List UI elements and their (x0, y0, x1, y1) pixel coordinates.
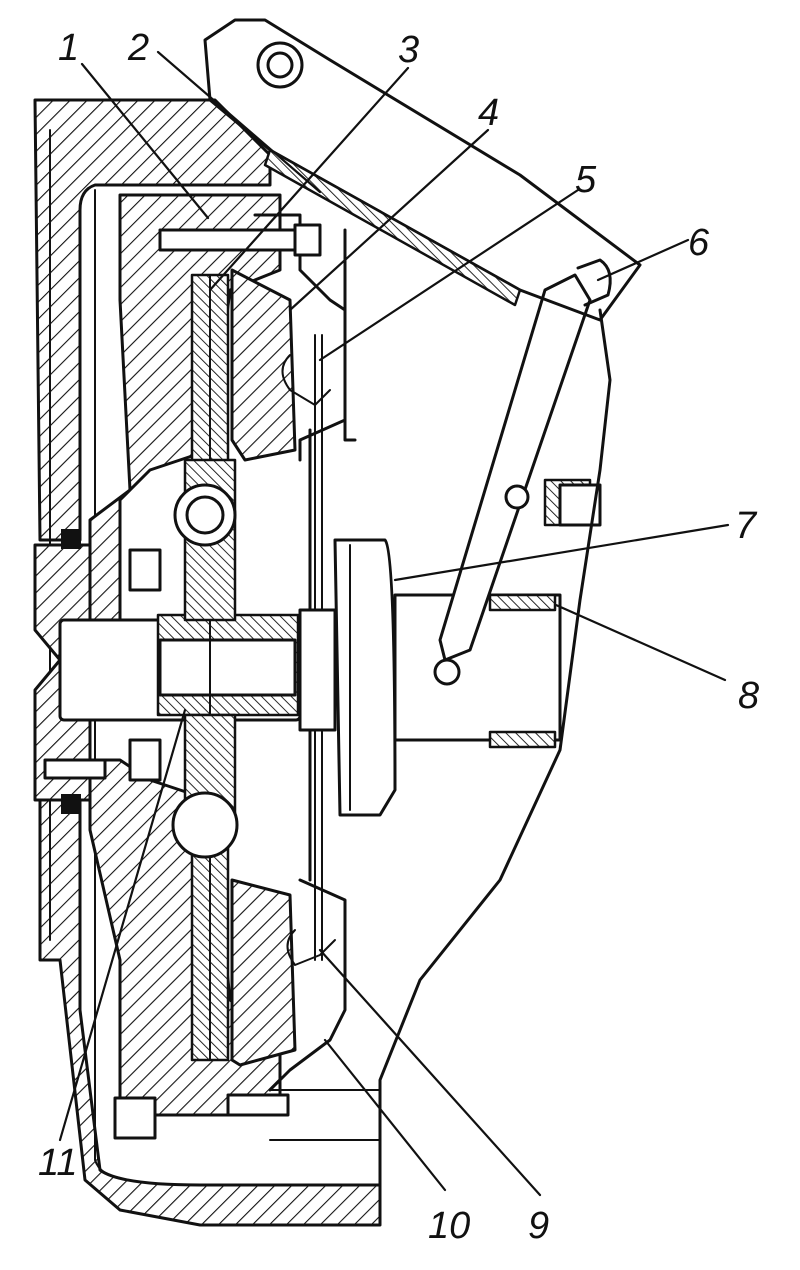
leader-4 (288, 128, 490, 312)
callout-labels: 1 2 3 4 5 6 7 8 9 10 11 (38, 27, 759, 1247)
callout-9: 9 (528, 1205, 549, 1247)
driven-disc-linings (190, 273, 230, 1062)
leader-3 (208, 66, 410, 292)
callout-8: 8 (738, 675, 759, 717)
bottom-bolt (113, 1093, 290, 1140)
leader-9 (318, 948, 542, 1197)
leader-11 (58, 708, 187, 1142)
leader-7 (393, 523, 730, 582)
leader-10 (323, 1038, 447, 1192)
callout-3: 3 (398, 29, 419, 71)
leader-5 (318, 188, 580, 362)
callout-1: 1 (58, 27, 79, 69)
clutch-bell-housing (269, 228, 612, 1187)
pressure-plate (230, 268, 297, 1067)
release-bearing (298, 538, 397, 817)
callout-4: 4 (478, 92, 499, 134)
callout-10: 10 (428, 1205, 470, 1247)
slave-cylinder-bracket (203, 18, 642, 322)
cover-bolt (158, 223, 322, 257)
callout-6: 6 (688, 222, 710, 264)
leader-1 (80, 62, 210, 220)
crankshaft-flange (33, 543, 302, 802)
leader-lines (58, 50, 730, 1197)
flange-bolts (43, 529, 162, 814)
release-fork (438, 258, 612, 662)
leader-8 (554, 603, 727, 682)
flywheel-housing (33, 98, 382, 1227)
driven-disc-hub (171, 458, 239, 859)
callout-7: 7 (735, 505, 758, 547)
callout-11: 11 (38, 1142, 77, 1184)
callout-2: 2 (127, 27, 149, 69)
callout-5: 5 (575, 159, 597, 201)
leader-6 (596, 238, 690, 282)
leader-2 (156, 50, 322, 194)
